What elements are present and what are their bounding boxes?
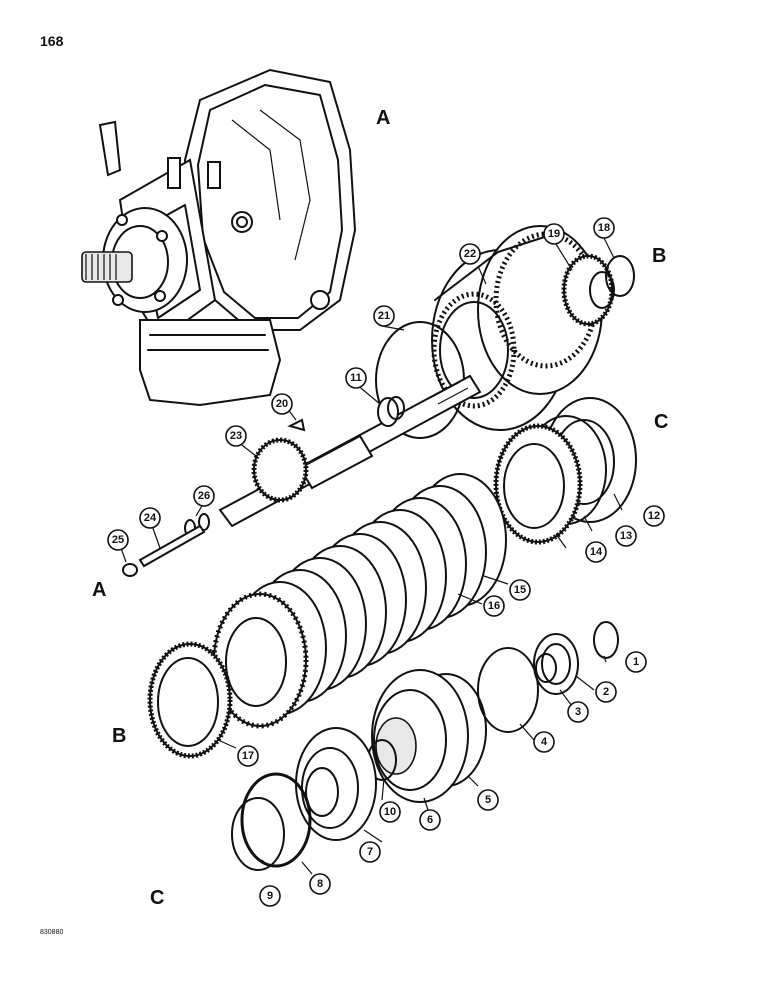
ref-letter-c-plate-group: C: [654, 411, 668, 433]
callout-5: 5: [477, 789, 499, 811]
callout-7: 7: [359, 841, 381, 863]
svg-text:9: 9: [267, 890, 273, 902]
callout-2: 2: [595, 681, 617, 703]
callout-21: 21: [373, 305, 395, 327]
transmission-housing: [81, 68, 357, 407]
friction-disc-14: [493, 423, 583, 545]
callout-11: 11: [345, 367, 367, 389]
nut-25: [122, 563, 138, 577]
callout-22: 22: [459, 243, 481, 265]
seal-ring-4: [477, 647, 539, 733]
callout-16: 16: [483, 595, 505, 617]
svg-text:13: 13: [620, 530, 632, 542]
page-number: 168: [40, 33, 64, 49]
svg-text:3: 3: [575, 706, 581, 718]
svg-text:25: 25: [112, 534, 124, 546]
ref-letter-c-snap-rings: C: [150, 887, 164, 909]
clutch-pack-15-16: [211, 473, 507, 729]
callout-20: 20: [271, 393, 293, 415]
ref-letter-b-clutch-ring: B: [112, 725, 126, 747]
svg-text:20: 20: [276, 398, 288, 410]
svg-text:4: 4: [541, 736, 548, 748]
gear-19: [561, 253, 615, 327]
callout-24: 24: [139, 507, 161, 529]
key-20: [287, 418, 306, 432]
svg-text:16: 16: [488, 600, 500, 612]
callout-3: 3: [567, 701, 589, 723]
svg-text:22: 22: [464, 248, 476, 260]
snap-ring-9: [231, 797, 285, 871]
svg-text:11: 11: [350, 372, 362, 384]
callout-19: 19: [543, 223, 565, 245]
figure-code: 830880: [40, 929, 63, 936]
callout-1: 1: [625, 651, 647, 673]
snap-ring-1: [593, 621, 619, 659]
svg-text:15: 15: [514, 584, 526, 596]
callout-6: 6: [419, 809, 441, 831]
callout-10: 10: [379, 801, 401, 823]
svg-text:18: 18: [598, 222, 610, 234]
svg-text:14: 14: [590, 546, 603, 558]
callout-9: 9: [259, 885, 281, 907]
callout-25: 25: [107, 529, 129, 551]
snap-ring-8: [240, 772, 312, 868]
callout-17: 17: [237, 745, 259, 767]
ring-11: [377, 396, 405, 427]
svg-text:19: 19: [548, 228, 560, 240]
svg-text:26: 26: [198, 490, 210, 502]
callout-14: 14: [585, 541, 607, 563]
svg-text:5: 5: [485, 794, 491, 806]
ring-gear-17: [147, 641, 233, 759]
ref-letter-b-gear-group: B: [652, 245, 666, 267]
callout-leaders: [120, 237, 623, 875]
ring-18: [605, 255, 635, 297]
clutch-drum-22: [431, 225, 603, 431]
bearing-2-3: [533, 633, 579, 695]
callout-18: 18: [593, 217, 615, 239]
svg-text:21: 21: [378, 310, 390, 322]
svg-text:24: 24: [144, 512, 157, 524]
callout-23: 23: [225, 425, 247, 447]
callout-8: 8: [309, 873, 331, 895]
callout-13: 13: [615, 525, 637, 547]
svg-text:10: 10: [384, 806, 396, 818]
ref-letter-a-housing: A: [376, 107, 390, 129]
callout-26: 26: [193, 485, 215, 507]
retainer-7: [295, 727, 377, 841]
svg-text:7: 7: [367, 846, 373, 858]
svg-text:17: 17: [242, 750, 254, 762]
svg-text:23: 23: [230, 430, 242, 442]
svg-text:1: 1: [633, 656, 639, 668]
callout-15: 15: [509, 579, 531, 601]
bolt-24: [138, 524, 206, 568]
piston-6: [371, 669, 469, 803]
ref-letter-a-shaft: A: [92, 579, 106, 601]
gear-23: [251, 437, 309, 503]
callout-12: 12: [643, 505, 665, 527]
svg-text:6: 6: [427, 814, 433, 826]
svg-text:12: 12: [648, 510, 660, 522]
callout-4: 4: [533, 731, 555, 753]
svg-text:8: 8: [317, 878, 323, 890]
svg-text:2: 2: [603, 686, 609, 698]
